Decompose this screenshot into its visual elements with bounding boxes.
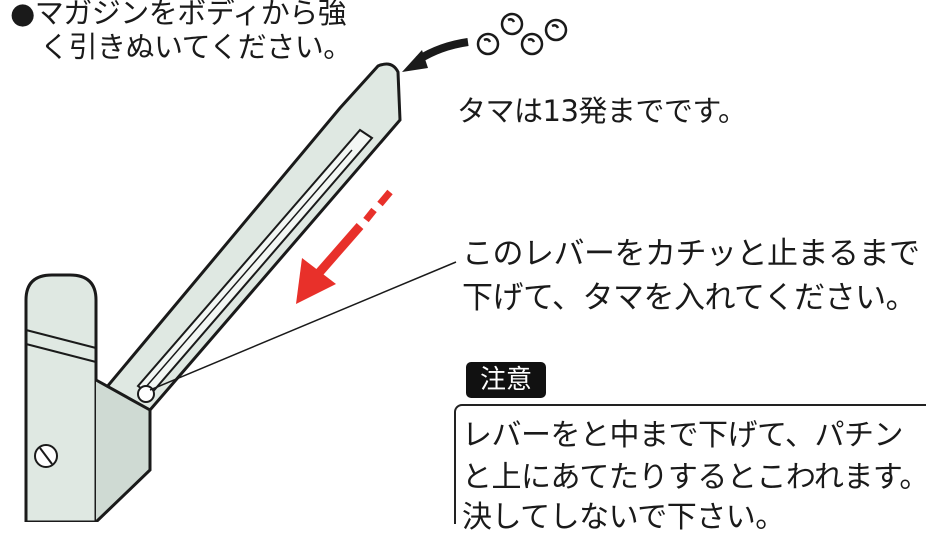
- ammo-capacity-note: タマは13発までです。: [457, 94, 747, 128]
- magazine-rail: [93, 62, 402, 412]
- lever-instruction-line-1: このレバーをカチッと止まるまで: [462, 236, 920, 272]
- magazine-illustration: [24, 12, 568, 522]
- push-down-arrow-icon: [296, 189, 393, 304]
- caution-line-3: 決してしないで下さい。: [462, 500, 785, 535]
- lever-nub: [137, 385, 155, 403]
- magazine-base: [24, 273, 152, 522]
- instruction-line-1: ●マガジンをボディから強: [10, 0, 347, 30]
- leader-line: [149, 261, 457, 391]
- insert-arrow-icon: [402, 38, 469, 72]
- caution-box: [454, 404, 926, 524]
- caution-line-1: レバーをと中まで下げて、パチン: [462, 418, 904, 453]
- lever-instruction-line-2: 下げて、タマを入れてください。: [462, 280, 917, 316]
- caution-line-2: と上にあてたりするとこわれます。: [462, 460, 929, 495]
- caution-badge: 注意: [466, 362, 546, 398]
- bb-balls-icon: [476, 12, 568, 56]
- instruction-line-2: く引きぬいてください。: [40, 30, 352, 64]
